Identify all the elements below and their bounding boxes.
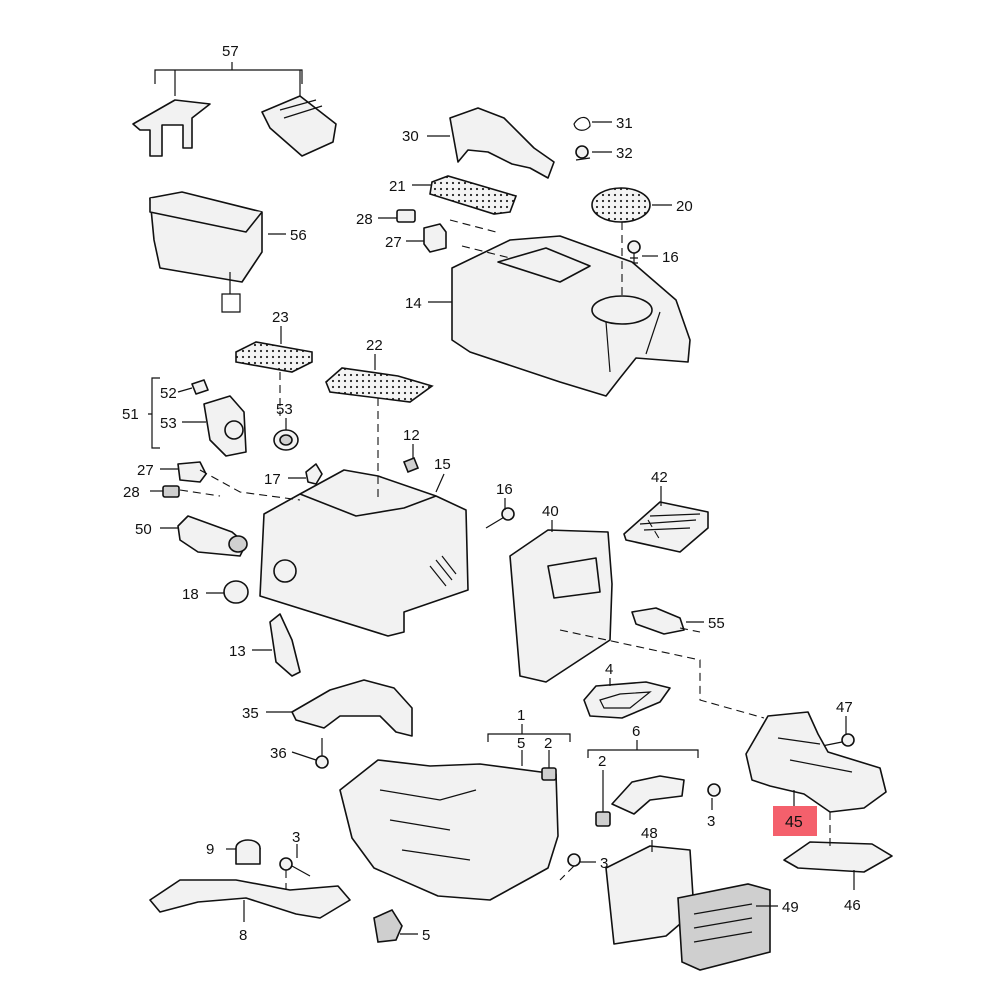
callout-46: 46 xyxy=(844,897,861,914)
callout-47: 47 xyxy=(836,699,853,716)
part-3-screw-a xyxy=(279,857,311,877)
callout-2-right: 2 xyxy=(598,753,606,770)
assembly-lines xyxy=(179,219,831,890)
callout-28-upper: 28 xyxy=(356,211,373,228)
part-27-switch-lower xyxy=(177,461,207,483)
callout-18: 18 xyxy=(182,586,199,603)
callout-3-left: 3 xyxy=(292,829,300,846)
part-31-clip xyxy=(573,116,591,131)
callout-22: 22 xyxy=(366,337,383,354)
part-52-clip xyxy=(191,379,209,395)
part-50-lighter xyxy=(177,515,248,557)
part-42-vent xyxy=(623,501,709,553)
part-17-clip xyxy=(305,463,323,485)
callout-32: 32 xyxy=(616,145,633,162)
callout-21: 21 xyxy=(389,178,406,195)
callout-9: 9 xyxy=(206,841,214,858)
callout-53-ring: 53 xyxy=(276,401,293,418)
part-16-screw-mid xyxy=(485,507,515,529)
part-46-cover xyxy=(783,841,893,873)
callout-20: 20 xyxy=(676,198,693,215)
part-28-cap-upper xyxy=(396,209,416,223)
callout-35: 35 xyxy=(242,705,259,722)
part-21-mat xyxy=(429,175,518,215)
group-brackets xyxy=(148,62,699,758)
callout-labels: 57 56 30 31 32 21 20 28 27 16 14 23 22 5… xyxy=(122,43,861,944)
callout-13: 13 xyxy=(229,643,246,660)
callout-42: 42 xyxy=(651,469,668,486)
callout-23: 23 xyxy=(272,309,289,326)
callout-15: 15 xyxy=(434,456,451,473)
part-15-console-housing xyxy=(259,469,469,637)
callout-27-lower: 27 xyxy=(137,462,154,479)
part-9-bushing xyxy=(235,839,261,865)
callout-49: 49 xyxy=(782,899,799,916)
callout-1: 1 xyxy=(517,707,525,724)
part-14-console xyxy=(451,235,691,397)
callout-12: 12 xyxy=(403,427,420,444)
part-45-ashtray xyxy=(745,711,887,813)
callout-14: 14 xyxy=(405,295,422,312)
callout-53-left: 53 xyxy=(160,415,177,432)
part-35-trim xyxy=(291,679,413,737)
callout-48: 48 xyxy=(641,825,658,842)
part-22-mat xyxy=(325,367,434,403)
callout-50: 50 xyxy=(135,521,152,538)
part-18-cap xyxy=(223,580,249,604)
part-3-screw-b xyxy=(567,853,581,867)
part-53-ring xyxy=(273,429,299,451)
part-2-clip-a xyxy=(541,767,557,781)
part-28-cap-lower xyxy=(162,485,180,498)
part-53-bezel xyxy=(203,395,247,457)
callout-4: 4 xyxy=(605,661,613,678)
callout-31: 31 xyxy=(616,115,633,132)
part-6-bracket xyxy=(611,775,685,815)
part-23-mat xyxy=(235,341,313,373)
highlight-box-45 xyxy=(773,806,817,836)
part-55-switch xyxy=(631,607,685,635)
callout-56: 56 xyxy=(290,227,307,244)
callout-16-upper: 16 xyxy=(662,249,679,266)
callout-17: 17 xyxy=(264,471,281,488)
part-20-round-mat xyxy=(591,187,651,223)
part-57-brackets xyxy=(132,95,337,157)
part-3-screw-c xyxy=(707,783,721,797)
callout-57: 57 xyxy=(222,43,239,60)
part-40-rear-panel xyxy=(509,529,613,683)
callout-55: 55 xyxy=(708,615,725,632)
part-8-bracket xyxy=(149,879,351,919)
part-1-frame xyxy=(339,759,559,901)
callout-52: 52 xyxy=(160,385,177,402)
part-32-clip xyxy=(575,145,591,161)
callout-51: 51 xyxy=(122,406,139,423)
part-2-clip-b xyxy=(595,811,611,827)
part-36-screw xyxy=(315,738,329,769)
part-30-trim-cover xyxy=(449,107,555,179)
callout-16-mid: 16 xyxy=(496,481,513,498)
callout-5-bottom: 5 xyxy=(422,927,430,944)
callout-3-right: 3 xyxy=(707,813,715,830)
part-4-seal xyxy=(583,681,671,719)
part-12-clip xyxy=(402,456,420,474)
part-5-clip-lower xyxy=(373,908,403,943)
callout-40: 40 xyxy=(542,503,559,520)
callout-6: 6 xyxy=(632,723,640,740)
callout-36: 36 xyxy=(270,745,287,762)
part-56-storage-box xyxy=(149,191,263,313)
callout-28-lower: 28 xyxy=(123,484,140,501)
callout-27-upper: 27 xyxy=(385,234,402,251)
callout-2-top: 2 xyxy=(544,735,552,752)
leader-lines xyxy=(150,121,855,935)
part-13-bracket xyxy=(269,613,301,677)
part-47-screw xyxy=(821,733,855,747)
callout-3-mid: 3 xyxy=(600,855,608,872)
callout-5-top: 5 xyxy=(517,735,525,752)
part-49-control-panel xyxy=(677,883,771,971)
callout-8: 8 xyxy=(239,927,247,944)
part-27-switch-upper xyxy=(423,223,447,253)
callout-30: 30 xyxy=(402,128,419,145)
callout-45: 45 xyxy=(785,814,803,831)
